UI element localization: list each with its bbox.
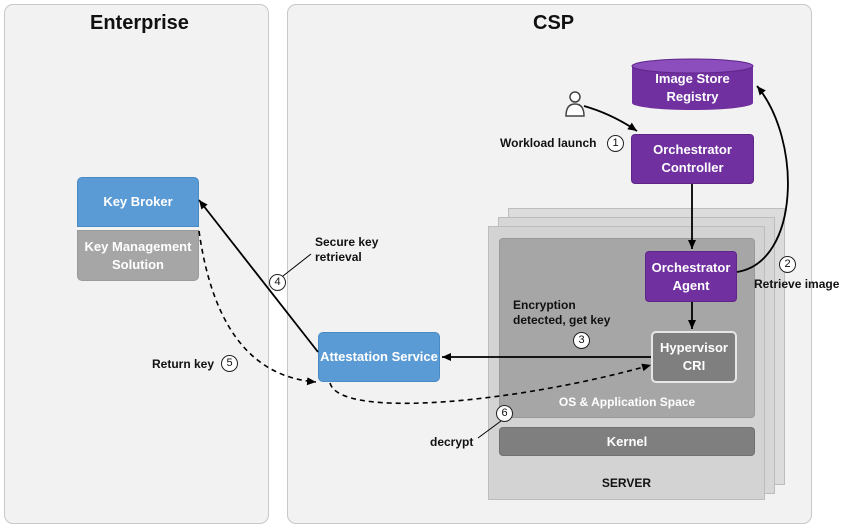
arrow-workload-launch <box>583 105 638 132</box>
image-store-label: Image Store Registry <box>655 71 730 104</box>
image-store-cylinder[interactable] <box>631 58 754 111</box>
step-3-circle: 3 <box>573 332 590 349</box>
step-3-label: Encryption detected, get key <box>513 298 611 327</box>
step-6-circle: 6 <box>496 405 513 422</box>
arrow-decrypt <box>329 363 652 405</box>
step-4-label: Secure key retrieval <box>315 235 379 264</box>
step-6-label: decrypt <box>430 435 474 449</box>
step-1-circle: 1 <box>607 135 624 152</box>
arrow-retrieve-image <box>736 85 789 273</box>
hypervisor-cri-box[interactable]: Hypervisor CRI <box>651 331 737 383</box>
orchestrator-agent-box[interactable]: Orchestrator Agent <box>645 251 737 302</box>
step-5-label: Return key <box>152 357 215 371</box>
step-2-circle: 2 <box>779 256 796 273</box>
user-icon <box>565 91 585 117</box>
csp-title: CSP <box>533 12 575 34</box>
server-label: SERVER <box>601 476 652 490</box>
step-2-label: Retrieve image <box>754 277 840 291</box>
os-app-space-label: OS & Application Space <box>558 395 696 409</box>
enterprise-title: Enterprise <box>90 12 189 34</box>
step-5-circle: 5 <box>221 355 238 372</box>
arrow-return-key <box>198 230 317 386</box>
orchestrator-controller-box[interactable]: Orchestrator Controller <box>631 134 754 184</box>
step-4-circle: 4 <box>269 274 286 291</box>
attestation-service-box[interactable]: Attestation Service <box>318 332 440 382</box>
key-management-box[interactable]: Key Management Solution <box>77 230 199 281</box>
leader-line-4 <box>282 253 312 277</box>
step-1-label: Workload launch <box>500 136 597 150</box>
key-broker-box[interactable]: Key Broker <box>77 177 199 227</box>
kernel-box[interactable]: Kernel <box>499 427 755 456</box>
arrow-secure-key-retrieval <box>198 199 319 353</box>
